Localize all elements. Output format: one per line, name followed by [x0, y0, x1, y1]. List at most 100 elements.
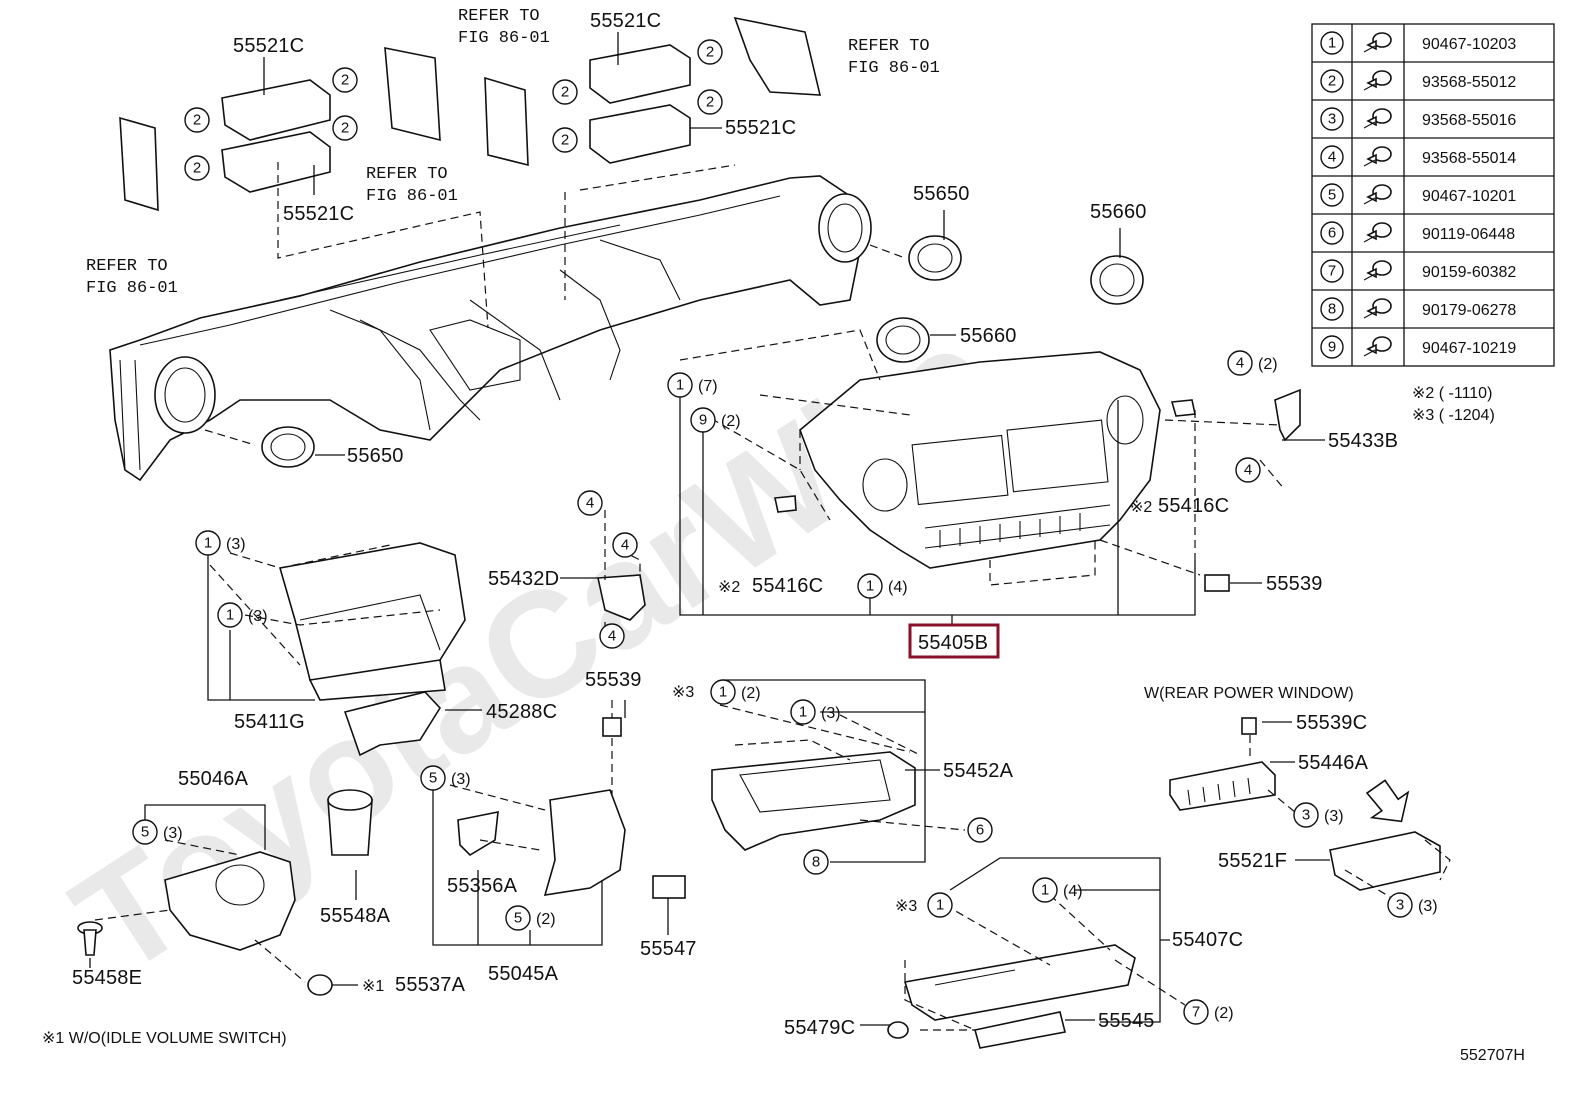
svg-text:7: 7	[1192, 1004, 1200, 1021]
svg-text:2: 2	[341, 72, 349, 89]
svg-text:1: 1	[936, 897, 944, 914]
circle-1: 1	[1032, 877, 1058, 903]
circle-5: 5	[132, 819, 158, 845]
arrow-shape	[1365, 779, 1410, 823]
circle-2: 2	[697, 39, 723, 65]
circle-2: 2	[552, 79, 578, 105]
brackets-refer-fig	[119, 16, 822, 212]
footnote-1: ※1 W/O(IDLE VOLUME SWITCH)	[42, 1030, 287, 1047]
svg-text:4: 4	[608, 628, 616, 645]
circle-1: 1	[790, 699, 816, 725]
legend-number: 6	[1328, 225, 1336, 242]
qty-2: (2)	[1258, 356, 1278, 373]
label-55650-b: 55650	[347, 445, 404, 467]
svg-text:8: 8	[812, 854, 820, 871]
circle-1: 1	[927, 892, 953, 918]
svg-text:4: 4	[586, 495, 594, 512]
labels: 55521C 55521C 55521C 55521C REFER TO FIG…	[72, 7, 1398, 1039]
legend-number: 1	[1328, 35, 1336, 52]
vent-55650-left	[261, 426, 315, 468]
qty-3: (3)	[226, 536, 246, 553]
fastener-icon	[1363, 184, 1392, 205]
circle-2: 2	[697, 89, 723, 115]
legend-number: 8	[1328, 301, 1336, 318]
label-55405b: 55405B	[918, 632, 988, 654]
svg-text:2: 2	[341, 120, 349, 137]
fastener-icon	[1363, 298, 1392, 319]
label-55548a: 55548A	[320, 905, 391, 927]
legend-number: 4	[1328, 149, 1336, 166]
label-55045a: 55045A	[488, 963, 559, 985]
qty-2: (2)	[536, 911, 556, 928]
circle-2: 2	[184, 107, 210, 133]
circle-2: 2	[332, 67, 358, 93]
label-55547: 55547	[640, 938, 697, 960]
lower-center-panel	[711, 751, 916, 851]
legend-number-circle	[1320, 335, 1344, 359]
cup-55548a	[327, 789, 373, 856]
vent-55660-b	[1090, 255, 1144, 305]
label-rear-power-window: W(REAR POWER WINDOW)	[1144, 685, 1354, 702]
label-55479c: 55479C	[784, 1017, 855, 1039]
duct-55521f	[1329, 831, 1441, 891]
fastener-icon	[1363, 336, 1392, 357]
note-2: ※2 ( -1110)	[1412, 385, 1492, 402]
circle-9: 9	[690, 407, 716, 433]
circle-2: 2	[552, 127, 578, 153]
svg-text:1: 1	[1041, 882, 1049, 899]
label-refer-a1: REFER TO	[458, 7, 540, 26]
side-panel-55045a	[543, 789, 626, 896]
qty-4: (4)	[888, 579, 908, 596]
label-refer-b2: FIG 86-01	[848, 59, 940, 78]
circle-4: 4	[599, 623, 625, 649]
svg-text:2: 2	[561, 84, 569, 101]
svg-text:6: 6	[976, 822, 984, 839]
label-55521f: 55521F	[1218, 850, 1287, 872]
label-mark3-a: ※3	[672, 684, 694, 701]
legend-number-circle	[1320, 297, 1344, 321]
glove-box-upper	[278, 542, 466, 701]
glove-box-55407c	[903, 944, 1136, 1021]
svg-text:1: 1	[866, 578, 874, 595]
svg-text:2: 2	[706, 94, 714, 111]
fastener-icon	[1363, 222, 1392, 243]
circle-2: 2	[184, 155, 210, 181]
circle-4: 4	[1227, 350, 1253, 376]
label-45288c: 45288C	[486, 701, 557, 723]
legend-number-circle	[1320, 221, 1344, 245]
legend-number-circle	[1320, 259, 1344, 283]
label-refer-d1: REFER TO	[86, 257, 168, 276]
circle-1: 1	[217, 602, 243, 628]
circle-2: 2	[332, 115, 358, 141]
label-55433b: 55433B	[1328, 430, 1398, 452]
legend-number-circle	[1320, 69, 1344, 93]
legend-number-circle	[1320, 183, 1344, 207]
label-mark2-b: ※2	[718, 579, 740, 596]
label-mark3-b: ※3	[895, 898, 917, 915]
clip-55416c-b	[774, 495, 797, 513]
label-55521c-d: 55521C	[725, 117, 796, 139]
label-refer-c1: REFER TO	[366, 165, 448, 184]
legend-number-circle	[1320, 107, 1344, 131]
label-55356a: 55356A	[447, 875, 518, 897]
label-55046a: 55046A	[178, 768, 249, 790]
svg-text:5: 5	[429, 770, 437, 787]
part-55432d	[597, 574, 646, 621]
label-55650-a: 55650	[913, 183, 970, 205]
label-refer-b1: REFER TO	[848, 37, 930, 56]
circle-4: 4	[577, 490, 603, 516]
qty-3: (3)	[248, 608, 268, 625]
duct-55521c-group	[221, 44, 691, 193]
pin-55458e	[77, 921, 103, 956]
legend-part-number: 90119-06448	[1422, 226, 1515, 243]
label-refer-d2: FIG 86-01	[86, 279, 178, 298]
label-55545: 55545	[1098, 1010, 1155, 1032]
vent-55660-a	[876, 317, 930, 363]
qty-3: (3)	[1324, 808, 1344, 825]
svg-text:1: 1	[719, 684, 727, 701]
circle-6: 6	[967, 817, 993, 843]
circle-7: 7	[1183, 999, 1209, 1025]
legend-part-number: 90467-10219	[1422, 340, 1516, 357]
part-55479c	[887, 1021, 909, 1039]
legend-number: 5	[1328, 187, 1336, 204]
